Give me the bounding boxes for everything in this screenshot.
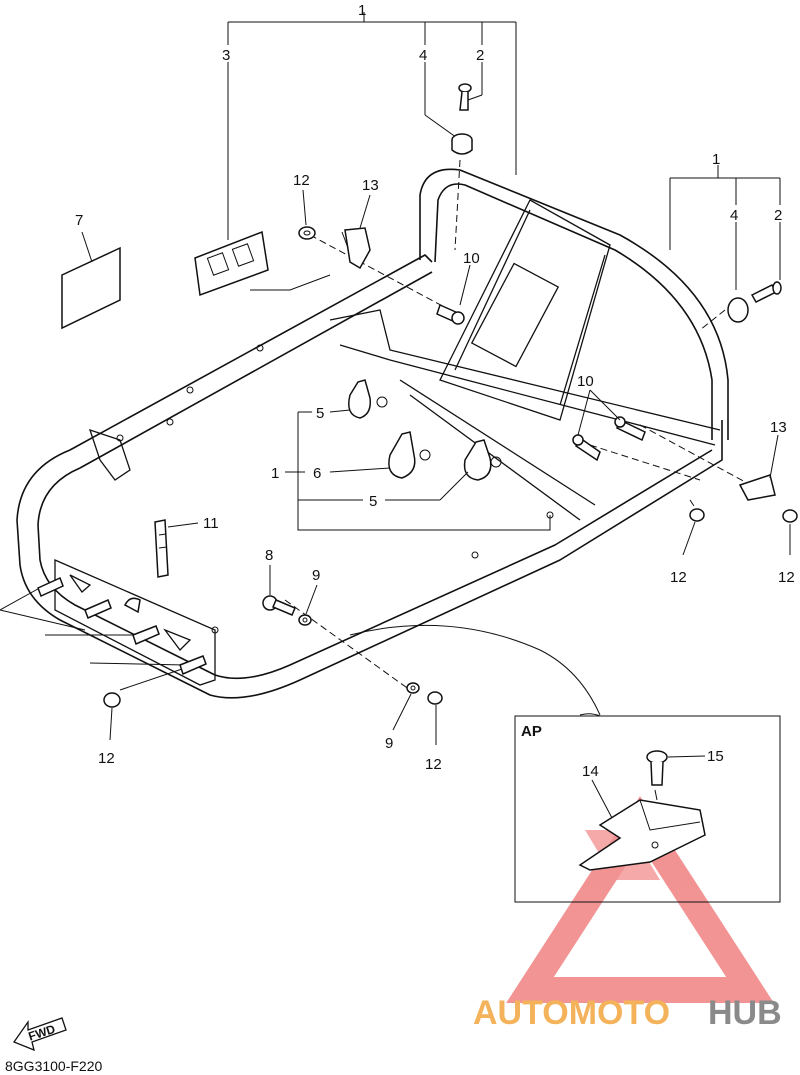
part-15-screw <box>646 750 668 801</box>
part-12-nut-c <box>782 509 798 523</box>
part-9-washer-b <box>406 682 420 694</box>
front-studs <box>37 576 207 676</box>
callout-9-a: 9 <box>312 567 320 584</box>
callout-10-b: 10 <box>577 373 594 390</box>
callout-10-a: 10 <box>463 250 480 267</box>
part-5-clamp-b <box>463 439 502 481</box>
part-12-nut-d <box>103 692 121 708</box>
callout-5-a: 5 <box>316 405 324 422</box>
callout-11: 11 <box>203 515 219 532</box>
part-8-bolt <box>262 595 296 616</box>
part-10-bolt-a <box>436 303 465 325</box>
part-3-pad <box>194 230 269 297</box>
watermark-part1: AUTOMOTO <box>473 994 670 1032</box>
fwd-label: FWD <box>27 1022 58 1044</box>
callout-2-right: 2 <box>774 207 782 224</box>
right-assembly-bracket <box>669 165 781 290</box>
callout-4-right: 4 <box>730 207 738 224</box>
callout-12-e: 12 <box>425 756 442 773</box>
part-4-damper-top <box>451 133 473 155</box>
callout-3: 3 <box>222 47 230 64</box>
top-assembly-bracket <box>227 12 517 240</box>
callout-6: 6 <box>313 465 321 482</box>
callout-13-a: 13 <box>362 177 379 194</box>
part-12-nut-b <box>689 508 705 522</box>
callout-numbers: 1 2 3 4 1 4 2 12 13 7 10 10 13 5 6 1 5 1… <box>75 2 795 780</box>
callout-2-top: 2 <box>476 47 484 64</box>
callout-14: 14 <box>582 763 599 780</box>
part-9-washer-a <box>298 614 312 626</box>
leader-lines <box>81 189 791 745</box>
part-13-clip-b <box>738 474 776 501</box>
part-6-clamp <box>388 431 431 479</box>
callout-12-b: 12 <box>670 569 687 586</box>
callout-1-top: 1 <box>358 2 366 19</box>
callout-15: 15 <box>707 748 724 765</box>
drawing-code: 8GG3100-F220 <box>5 1058 102 1074</box>
part-12-nut-a <box>298 226 316 240</box>
part-10-bolt-c <box>572 434 601 462</box>
callout-12-d: 12 <box>98 750 115 767</box>
part-11-strap <box>154 519 169 578</box>
callout-5-b: 5 <box>369 493 377 510</box>
callout-4-top: 4 <box>419 47 427 64</box>
part-2-screw-right <box>750 281 782 303</box>
callout-9-b: 9 <box>385 735 393 752</box>
part-12-nut-e <box>427 691 443 705</box>
part-4-damper-right <box>727 297 749 323</box>
callout-12-a: 12 <box>293 172 310 189</box>
callout-1-left: 1 <box>271 465 279 482</box>
part-7-label <box>61 246 121 330</box>
callout-7: 7 <box>75 212 83 229</box>
harness-cable <box>349 624 601 716</box>
callout-13-b: 13 <box>770 419 787 436</box>
part-2-screw-top <box>458 83 472 111</box>
callout-1-right: 1 <box>712 151 720 168</box>
part-13-clip-a <box>341 227 371 270</box>
callout-8: 8 <box>265 547 273 564</box>
fwd-arrow-icon: FWD <box>12 1017 67 1052</box>
watermark-text: AUTOMOTO HUB <box>473 994 782 1032</box>
callout-12-c: 12 <box>778 569 795 586</box>
watermark-part2: HUB <box>708 994 782 1032</box>
carrier-frame <box>16 168 729 699</box>
part-10-bolt-b <box>614 416 646 442</box>
part-5-clamp-a <box>348 379 388 419</box>
part-14-plate <box>578 799 706 871</box>
inset-label: AP <box>521 723 542 740</box>
inset-ap <box>514 713 781 903</box>
